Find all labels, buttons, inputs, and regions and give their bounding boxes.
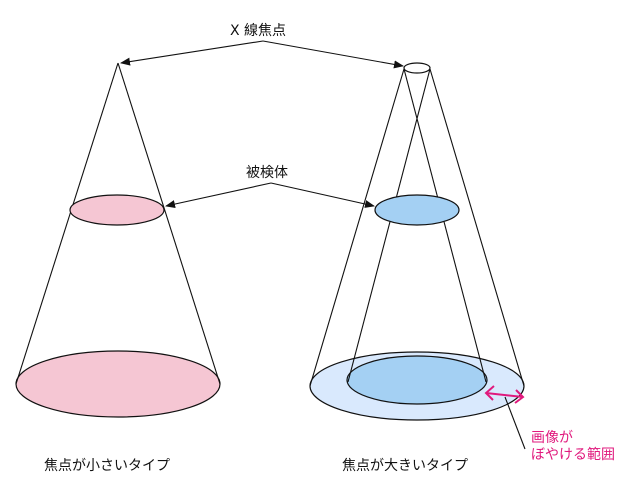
blur-range-arrow — [484, 385, 525, 404]
blur-leader-line — [504, 396, 526, 450]
blur-range-label-line1: 画像が — [531, 430, 573, 446]
large-focus-subject-ellipse — [374, 194, 460, 226]
subject-label: 被検体 — [246, 165, 288, 181]
large-focus-image-ellipse — [346, 355, 488, 405]
small-focus-cone — [15, 62, 221, 418]
blur-range-label-line2: ぼやける範囲 — [531, 447, 615, 463]
large-focus-cone — [309, 62, 525, 421]
small-focus-image-ellipse — [15, 350, 221, 418]
large-focus-type-label: 焦点が大きいタイプ — [342, 458, 468, 474]
focal-spot-label: X 線焦点 — [230, 23, 287, 39]
small-focus-subject-ellipse — [69, 194, 165, 226]
small-focus-type-label: 焦点が小さいタイプ — [44, 458, 170, 474]
blur-range-label: 画像が ぼやける範囲 — [531, 430, 615, 464]
focal-spot-callout-arrows — [120, 40, 404, 69]
large-focal-spot-ellipse — [403, 62, 431, 74]
subject-callout-arrows — [165, 182, 375, 208]
